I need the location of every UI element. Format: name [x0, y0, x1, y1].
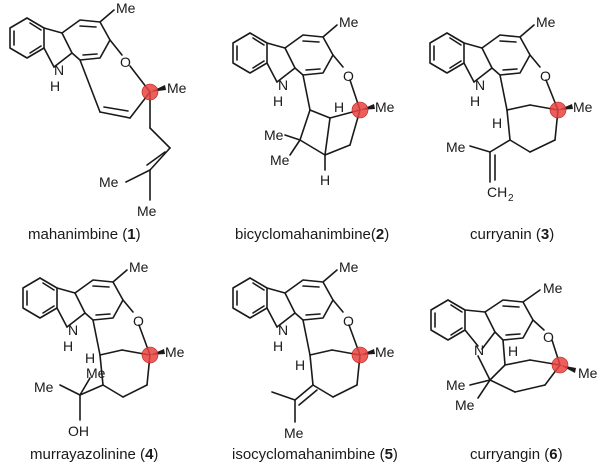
hydrogen-label: H	[85, 350, 95, 366]
methyl-label: Me	[455, 397, 475, 413]
methyl-label: Me	[375, 344, 395, 360]
methyl-label: Me	[270, 152, 290, 168]
methyl-label: Me	[165, 344, 185, 360]
compound-name: curryangin	[470, 446, 541, 463]
caption-paren: )	[392, 446, 398, 463]
nitrogen-label: N	[278, 322, 288, 338]
oxygen-label: O	[120, 54, 131, 70]
hydrogen-label: H	[295, 357, 305, 373]
compound-number: 5	[384, 446, 393, 463]
structure-1-mahanimbine: Me N H O Me Me Me	[9, 0, 187, 219]
compound-number: 1	[127, 226, 136, 243]
methyl-label: Me	[375, 99, 395, 115]
methyl-label: Me	[129, 259, 149, 275]
hydrogen-label: H	[470, 93, 480, 109]
methyl-label: Me	[573, 99, 593, 115]
compound-name: murrayazolinine	[30, 446, 136, 463]
methyl-label: Me	[264, 127, 284, 143]
nitrogen-label: N	[54, 62, 64, 78]
caption-paren: (	[118, 226, 128, 243]
hydroxyl-label: OH	[68, 423, 89, 439]
structure-2-bicyclomahanimbine: Me N H O Me H Me Me H	[232, 14, 395, 188]
compound-number: 2	[375, 226, 385, 243]
caption-compound-6: curryangin (6)	[470, 446, 563, 463]
compound-name: mahanimbine	[28, 226, 119, 243]
caption-paren: )	[135, 226, 141, 243]
caption-compound-4: murrayazolinine (4)	[30, 446, 158, 463]
hydrogen-label: H	[508, 343, 518, 359]
oxygen-label: O	[133, 313, 144, 329]
oxygen-label: O	[540, 68, 551, 84]
hydrogen-label: H	[492, 115, 502, 131]
methyl-label: Me	[137, 203, 157, 219]
caption-paren: )	[549, 226, 555, 243]
methyl-label: Me	[116, 0, 136, 16]
hydrogen-label: H	[334, 99, 344, 115]
methyl-label: Me	[578, 365, 598, 381]
hydrogen-label: H	[273, 338, 283, 354]
methyl-label: Me	[284, 425, 304, 441]
methyl-label: Me	[446, 377, 466, 393]
hydrogen-label: H	[273, 93, 283, 109]
methyl-label: Me	[339, 14, 359, 30]
caption-paren: )	[557, 446, 563, 463]
caption-paren: (	[135, 446, 146, 463]
oxygen-label: O	[543, 329, 554, 345]
methyl-label: Me	[536, 14, 556, 30]
methyl-label: Me	[339, 259, 359, 275]
methyl-label: Me	[543, 280, 563, 296]
caption-compound-1: mahanimbine (1)	[28, 226, 141, 243]
nitrogen-label: N	[474, 342, 484, 358]
methyl-label: Me	[86, 365, 106, 381]
compound-number: 3	[540, 226, 550, 243]
compound-name: isocyclomahanimbine	[232, 446, 376, 463]
compound-name: curryanin	[470, 226, 532, 243]
caption-paren: )	[384, 226, 390, 243]
subscript-label: 2	[508, 193, 514, 204]
caption-compound-3: curryanin (3)	[470, 226, 554, 243]
oxygen-label: O	[343, 68, 354, 84]
compound-number: 6	[549, 446, 558, 463]
hydrogen-label: H	[63, 338, 73, 354]
caption-compound-5: isocyclomahanimbine (5)	[232, 446, 398, 463]
methyl-label: Me	[446, 139, 466, 155]
compound-name: bicyclomahanimbine	[235, 226, 371, 243]
caption-paren: (	[531, 226, 541, 243]
compound-number: 4	[145, 446, 154, 463]
methyl-label: Me	[167, 80, 187, 96]
caption-paren: (	[540, 446, 550, 463]
structure-5-isocyclomahanimbine: Me N H O Me H Me	[232, 259, 395, 441]
nitrogen-label: N	[278, 77, 288, 93]
nitrogen-label: N	[475, 77, 485, 93]
hydrogen-label: H	[50, 78, 60, 94]
structure-4-murrayazolinine: Me N H O Me H Me Me OH	[22, 259, 185, 439]
methyl-label: Me	[99, 174, 119, 190]
caption-paren: (	[375, 446, 385, 463]
methyl-label: Me	[34, 379, 54, 395]
structure-3-curryanin: Me N H O Me H Me CH 2	[429, 14, 593, 204]
caption-paren: (	[370, 226, 376, 243]
methylene-label: CH	[487, 184, 507, 200]
hydrogen-label: H	[320, 172, 330, 188]
caption-compound-2: bicyclomahanimbine(2)	[235, 226, 389, 243]
nitrogen-label: N	[68, 322, 78, 338]
structure-6-curryangin: Me N O Me H Me Me	[430, 280, 598, 413]
oxygen-label: O	[343, 313, 354, 329]
caption-paren: )	[153, 446, 159, 463]
